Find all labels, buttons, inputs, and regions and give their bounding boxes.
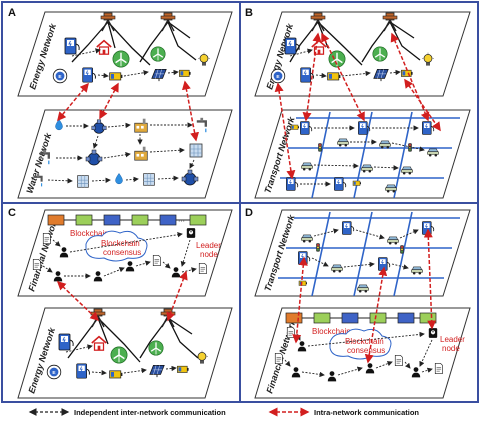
panel-label-b: B xyxy=(245,7,253,19)
water-tank-icon xyxy=(189,143,203,158)
blockchain-label-c: Blockchain xyxy=(70,229,109,238)
wind-turbine-icon xyxy=(150,46,166,62)
water-tank-icon xyxy=(77,175,89,188)
leader-label-c-2: node xyxy=(200,250,218,259)
panel-b: Energy Network Transport Network xyxy=(254,11,471,199)
server-icon xyxy=(428,328,438,338)
server-icon xyxy=(186,228,196,238)
battery-icon xyxy=(109,72,123,81)
battery-icon xyxy=(298,280,308,286)
cloud-icon xyxy=(85,230,148,262)
leader-label-c-1: Leader xyxy=(196,241,221,250)
battery-icon xyxy=(177,365,189,373)
legend-independent-label: Independent inter-network communication xyxy=(74,408,226,417)
battery-icon xyxy=(327,72,341,81)
panel-label-c: C xyxy=(8,207,16,219)
wind-turbine-icon xyxy=(372,46,388,62)
battery-icon xyxy=(401,69,413,77)
battery-icon xyxy=(109,370,123,379)
wind-turbine-icon xyxy=(112,50,130,68)
leader-label-d-2: node xyxy=(442,344,460,353)
leader-label-d-1: Leader xyxy=(440,335,465,344)
traffic-light-icon xyxy=(400,245,404,254)
document-icon xyxy=(32,258,41,271)
battery-icon xyxy=(290,124,300,130)
traffic-light-icon xyxy=(408,143,412,152)
document-icon xyxy=(434,362,443,375)
document-icon xyxy=(394,354,403,367)
legend: Independent inter-network communication … xyxy=(28,407,419,417)
wind-turbine-icon xyxy=(148,340,164,356)
traffic-light-icon xyxy=(316,243,320,252)
wind-turbine-icon xyxy=(110,346,128,364)
legend-intra-label: Intra-network communication xyxy=(314,408,419,417)
consensus-label-c-1: Blockchain xyxy=(101,239,140,248)
consensus-label-c-2: consensus xyxy=(103,248,141,257)
water-tank-icon xyxy=(143,173,155,186)
ev-charger-icon xyxy=(270,68,286,84)
document-icon xyxy=(42,232,51,245)
ev-charger-icon xyxy=(52,68,68,84)
ev-charger-icon xyxy=(46,364,62,380)
traffic-light-icon xyxy=(318,143,322,152)
document-icon xyxy=(286,326,295,339)
panel-label-a: A xyxy=(8,7,16,19)
battery-icon xyxy=(179,69,191,77)
blockchain-label-d: Blockchain xyxy=(312,327,351,336)
panel-c: Financial Network ··· Blockchain Blockch… xyxy=(17,209,233,399)
blockchain-c: ··· xyxy=(47,214,207,226)
document-icon xyxy=(274,352,283,365)
consensus-label-d-2: consensus xyxy=(347,346,385,355)
battery-icon xyxy=(352,180,362,186)
consensus-label-d-1: Blockchain xyxy=(345,337,384,346)
panel-d: Transport Network Financial Network xyxy=(254,209,471,399)
panel-label-d: D xyxy=(245,207,253,219)
document-icon xyxy=(198,262,207,275)
document-icon xyxy=(152,254,161,267)
svg-text:···: ··· xyxy=(178,218,185,225)
panel-a: Energy Network Water Network xyxy=(17,11,233,199)
